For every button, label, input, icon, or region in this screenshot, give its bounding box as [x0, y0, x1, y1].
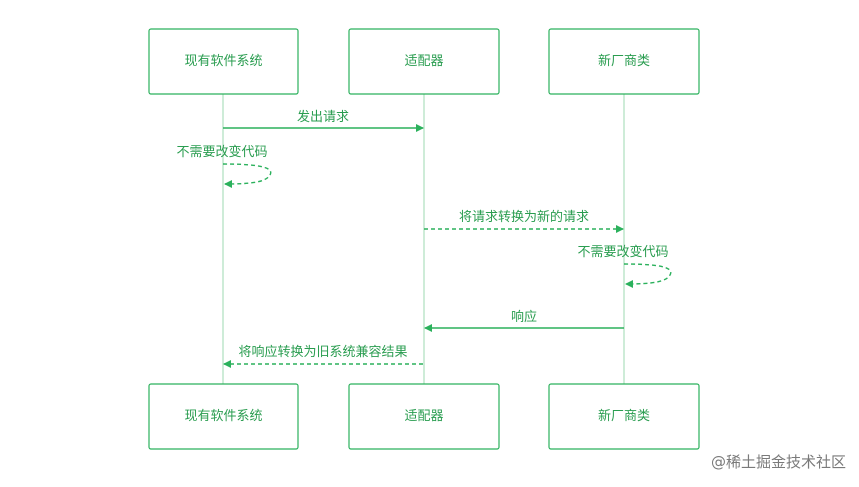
- message-self-vendor-label: 不需要改变代码: [577, 244, 668, 260]
- participant-vendor-top: 新厂商类: [548, 28, 700, 95]
- message-convert-response-label: 将响应转换为旧系统兼容结果: [238, 344, 407, 360]
- message-send-request-label: 发出请求: [297, 109, 349, 125]
- participant-vendor-bottom: 新厂商类: [548, 383, 700, 450]
- participant-adapter-bottom-label: 适配器: [404, 409, 443, 424]
- message-convert-response: 将响应转换为旧系统兼容结果: [223, 344, 423, 368]
- message-self-legacy: 不需要改变代码: [176, 144, 272, 188]
- message-response: 响应: [424, 309, 624, 332]
- message-response-label: 响应: [511, 309, 537, 325]
- message-convert-request-label: 将请求转换为新的请求: [459, 209, 589, 225]
- participant-adapter-top-label: 适配器: [404, 54, 443, 69]
- message-self-legacy-label: 不需要改变代码: [176, 144, 267, 160]
- participant-legacy-top-label: 现有软件系统: [184, 54, 262, 69]
- message-self-vendor: 不需要改变代码: [577, 244, 672, 288]
- message-send-request: 发出请求: [223, 109, 424, 132]
- message-self-vendor-arrow: [623, 263, 672, 288]
- message-self-legacy-arrow: [222, 163, 272, 188]
- participant-legacy-bottom: 现有软件系统: [148, 383, 299, 450]
- participant-adapter-top: 适配器: [348, 28, 500, 95]
- participant-vendor-top-label: 新厂商类: [598, 53, 650, 69]
- participant-legacy-top: 现有软件系统: [148, 28, 299, 95]
- participant-legacy-bottom-label: 现有软件系统: [184, 409, 262, 424]
- message-convert-request: 将请求转换为新的请求: [424, 209, 624, 233]
- participant-vendor-bottom-label: 新厂商类: [598, 408, 650, 424]
- participant-adapter-bottom: 适配器: [348, 383, 500, 450]
- watermark-text: @稀土掘金技术社区: [711, 453, 846, 471]
